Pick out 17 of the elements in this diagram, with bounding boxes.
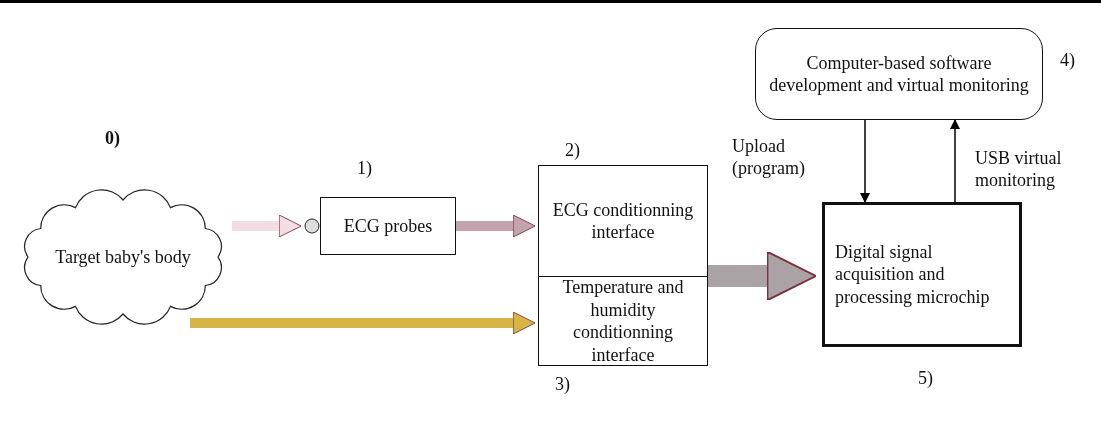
node-label: ECG probes [343,214,433,238]
node-label: ECG conditionning interface [551,198,695,244]
rounded-box [755,28,1043,120]
node-label: Temperature and humidity conditionning interface [561,276,685,366]
node-label: Digital signal acquisition and processing microchip [835,240,991,309]
step-number: 5) [918,368,933,389]
process-box [822,202,1022,347]
process-box [538,276,708,366]
process-box [538,165,708,277]
step-number: 3) [555,374,570,395]
node-label: Target baby's body [55,245,191,269]
step-number: 2) [565,140,580,161]
step-number: 4) [1060,50,1075,71]
step-number: 1) [357,158,372,179]
step-number: 0) [105,128,120,149]
node-label: Computer-based software development and virtual monitoring [768,51,1030,97]
process-box [320,197,456,255]
